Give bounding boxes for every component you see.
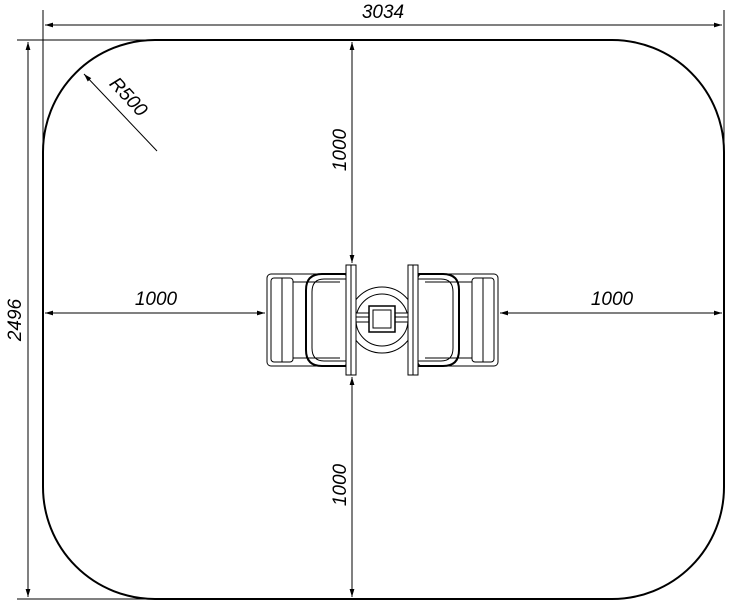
- left-seat: [266, 273, 348, 367]
- right-clearance-label: 1000: [591, 289, 634, 310]
- overall-height-label: 2496: [5, 298, 26, 342]
- top-clearance-label: 1000: [330, 128, 351, 171]
- bottom-clearance-label: 1000: [330, 463, 351, 506]
- left-clearance-label: 1000: [135, 289, 178, 310]
- extension-lines: [17, 10, 725, 600]
- overall-width-label: 3034: [362, 2, 404, 23]
- safety-zone-outline: [42, 39, 725, 600]
- corner-radius-leader: [83, 73, 158, 152]
- center-post-inner: [372, 309, 392, 329]
- corner-radius-label: R500: [105, 73, 152, 121]
- right-seat: [417, 273, 499, 367]
- equipment-top-view: [266, 264, 499, 376]
